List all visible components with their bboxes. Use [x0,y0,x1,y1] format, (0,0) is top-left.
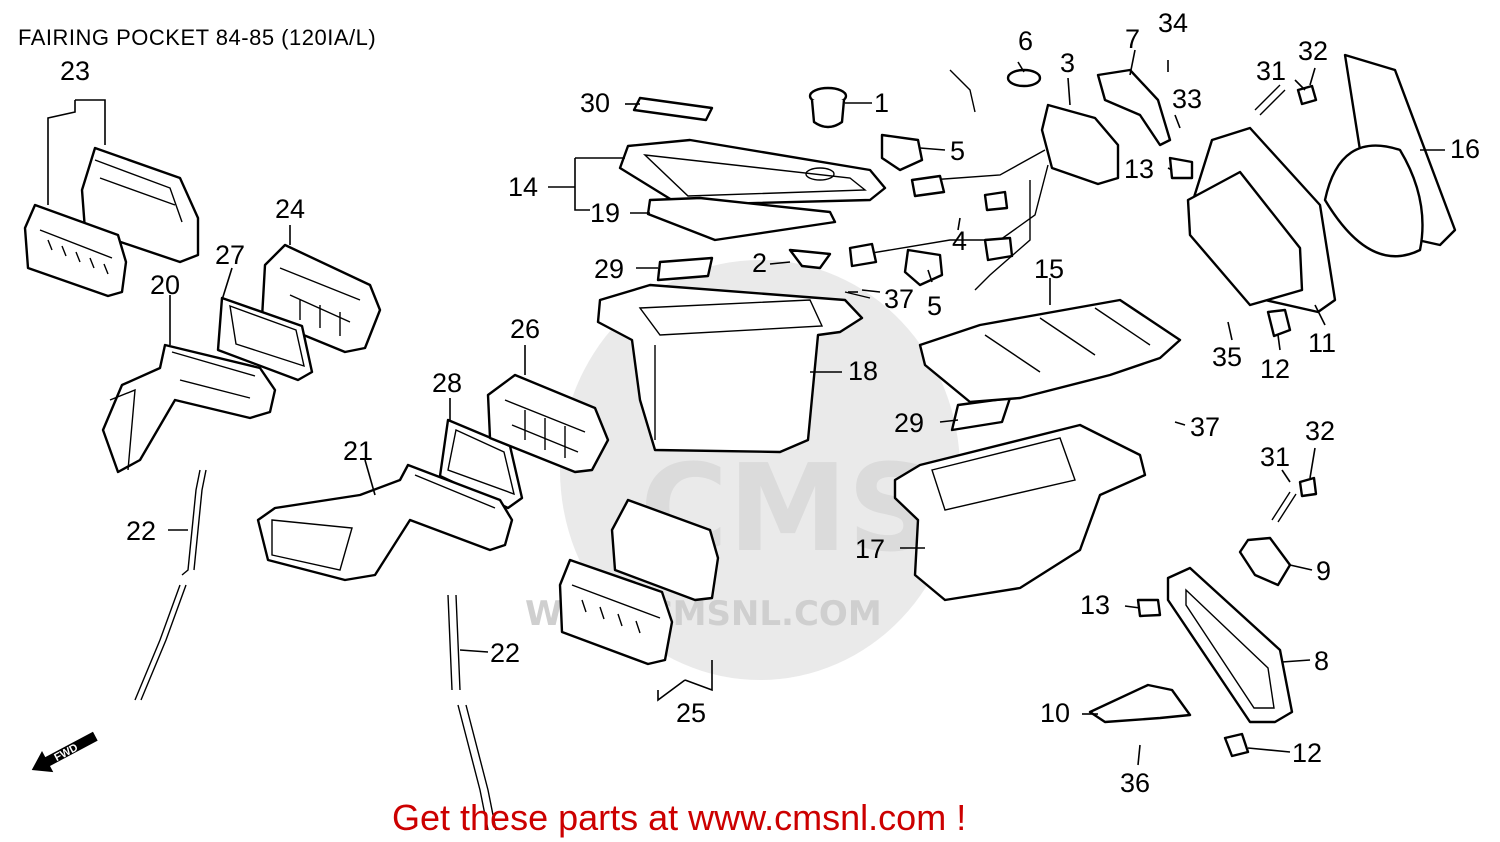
callout-6: 6 [1018,26,1033,56]
leader-lines [47,49,1445,766]
callout-26: 26 [510,314,540,344]
callout-19: 19 [590,198,620,228]
part-5-clip [880,133,944,287]
diagram-title: FAIRING POCKET 84-85 (120IA/L) [18,25,376,50]
callout-13b: 13 [1080,590,1110,620]
part-17-pocket [893,423,1147,602]
callout-32a: 32 [1298,36,1328,66]
part-2-bracket [788,248,881,299]
callout-34: 34 [1158,8,1188,38]
part-7-bracket [1096,68,1172,147]
part-1-grommet [808,86,848,129]
callout-24: 24 [275,194,305,224]
callout-14: 14 [508,172,538,202]
callout-17: 17 [855,534,885,564]
callout-16: 16 [1450,134,1480,164]
callout-22a: 22 [126,516,156,546]
fwd-arrow-icon: FWD [31,731,98,773]
part-9-bracket [1238,536,1292,587]
part-11-box [1186,126,1337,314]
part-30-label [632,96,714,122]
callout-31b: 31 [1260,442,1290,472]
callout-36: 36 [1120,768,1150,798]
callouts: 1 2 3 4 5 5 6 7 8 9 10 11 12 12 13 13 14… [60,8,1480,798]
callout-9: 9 [1316,556,1331,586]
callout-29b: 29 [894,408,924,438]
callout-23: 23 [60,56,90,86]
fwd-label: FWD [52,742,80,764]
part-16-lid [1323,53,1457,258]
callout-37a: 37 [884,284,914,314]
callout-30: 30 [580,88,610,118]
callout-32b: 32 [1305,416,1335,446]
callout-12b: 12 [1292,738,1322,768]
part-20-duct [101,343,277,474]
part-10-bracket [1088,683,1192,724]
callout-11: 11 [1308,328,1336,358]
callout-8: 8 [1314,646,1329,676]
callout-15: 15 [1034,254,1064,284]
callout-35: 35 [1212,342,1242,372]
fasteners [1136,84,1318,758]
callout-13a: 13 [1124,154,1154,184]
part-21-duct [256,463,514,582]
part-15-panel [918,298,1182,404]
callout-10: 10 [1040,698,1070,728]
callout-20: 20 [150,270,180,300]
callout-3: 3 [1060,48,1075,78]
callout-7: 7 [1125,24,1140,54]
part-23-pocket-assembly [23,146,200,298]
callout-31a: 31 [1256,56,1286,86]
footer-link-text[interactable]: Get these parts at www.cmsnl.com ! [392,797,966,838]
callout-27: 27 [215,240,245,270]
callout-12a: 12 [1260,354,1290,384]
part-3-module [848,68,1120,291]
callout-22b: 22 [490,638,520,668]
part-22-tube-center [447,594,497,831]
part-26-pocket [486,373,610,474]
callout-21: 21 [343,436,373,466]
callout-5b: 5 [927,291,942,321]
callout-1: 1 [874,88,889,118]
callout-5a: 5 [950,136,965,166]
part-8-tray [1166,566,1294,724]
part-27-gasket [216,296,314,382]
part-18-pocket [596,283,864,454]
callout-37b: 37 [1190,412,1220,442]
part-14-lid [618,138,887,242]
callout-18: 18 [848,356,878,386]
part-22-tube [134,469,207,701]
callout-33: 33 [1172,84,1202,114]
callout-28: 28 [432,368,462,398]
callout-29a: 29 [594,254,624,284]
part-25-pocket [558,498,720,666]
callout-4: 4 [952,226,967,256]
callout-2: 2 [752,248,767,278]
callout-25: 25 [676,698,706,728]
